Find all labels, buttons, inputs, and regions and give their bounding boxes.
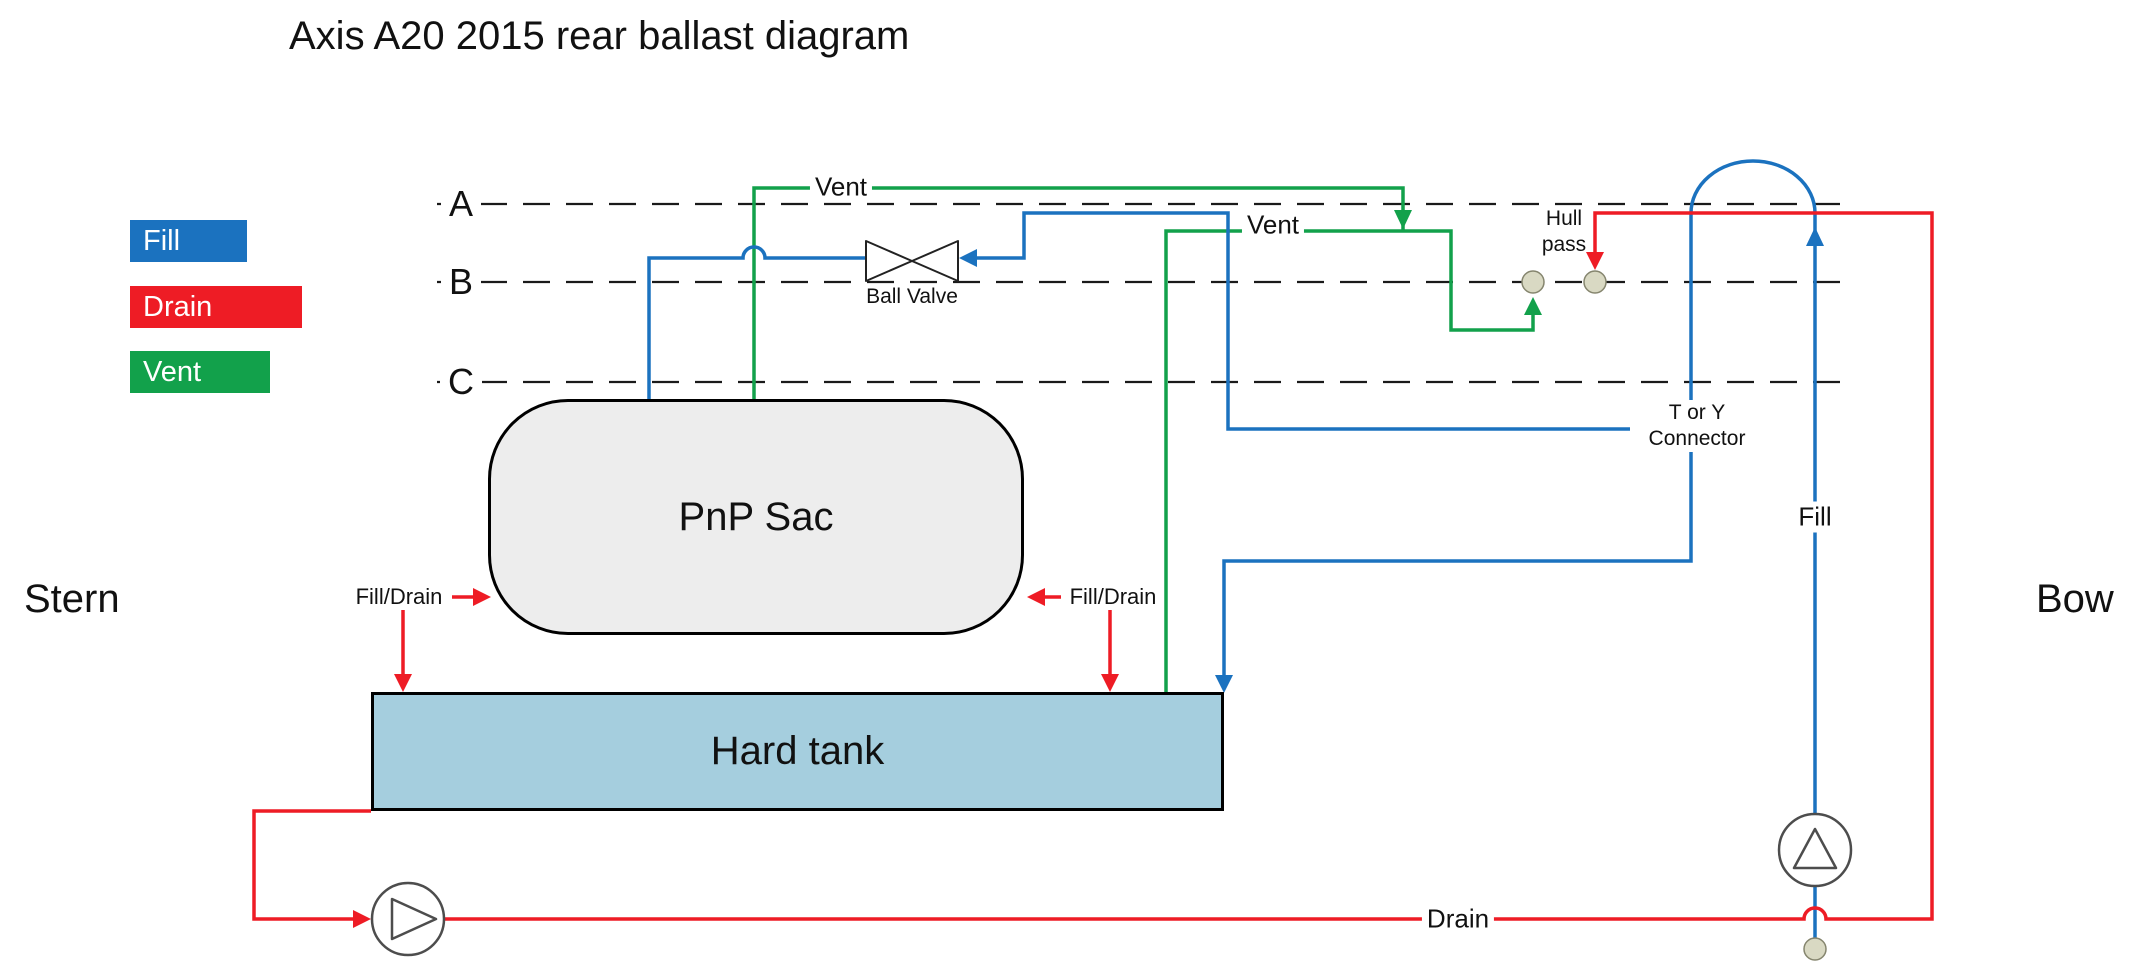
drain-hull-pass-fitting-icon xyxy=(1583,270,1607,294)
waterline-a-label: A xyxy=(440,183,482,225)
drain-arrowhead-sac-right xyxy=(1027,588,1045,606)
drain-pipe-tank-to-pump xyxy=(252,809,371,921)
drain-pipes xyxy=(252,211,1934,921)
page-title: Axis A20 2015 rear ballast diagram xyxy=(289,14,910,58)
fill-pipe-branch-to-valve xyxy=(976,211,1691,431)
fill-drain-right-label: Fill/Drain xyxy=(1066,584,1160,610)
drain-arrowheads xyxy=(353,252,1604,928)
pump-symbols xyxy=(370,812,1853,957)
legend-item-drain: Drain xyxy=(130,286,302,328)
vent-hull-pass-fitting-icon xyxy=(1521,270,1545,294)
t-or-y-connector-label: T or Y Connector xyxy=(1630,400,1764,452)
drain-pump-impeller-icon xyxy=(390,897,438,941)
vent-pipe-from-tank xyxy=(1164,229,1535,692)
vent-arrowheads xyxy=(1394,210,1542,315)
hard-tank: Hard tank xyxy=(371,692,1224,811)
fill-arrowhead-up xyxy=(1806,227,1824,246)
drain-arrowhead-into-pump xyxy=(353,910,371,928)
legend-item-vent: Vent xyxy=(130,351,270,393)
hard-tank-label: Hard tank xyxy=(710,729,885,773)
fill-arrowheads xyxy=(959,227,1824,693)
vent-pipe-from-sac xyxy=(752,186,1405,399)
thru-hull-fittings xyxy=(1521,270,1827,961)
fill-pipe-valve-to-sac xyxy=(647,245,866,399)
vent-arrowhead-up xyxy=(1524,297,1542,315)
ball-valve-symbol xyxy=(865,240,959,282)
ball-valve-right-triangle xyxy=(911,240,959,282)
vent-pipes xyxy=(752,186,1535,692)
bow-label: Bow xyxy=(2036,577,2114,621)
fill-pipe-main xyxy=(1222,159,1817,938)
waterlines-group xyxy=(437,202,1850,384)
waterline-c-label: C xyxy=(440,361,482,403)
fill-pump-impeller-icon xyxy=(1792,827,1838,870)
vent-tank-pipe-label: Vent xyxy=(1241,209,1305,241)
fill-drain-left-label: Fill/Drain xyxy=(352,584,446,610)
drain-pipe-label: Drain xyxy=(1421,903,1495,935)
ball-valve-left-triangle xyxy=(865,240,913,282)
pnp-sac-tank: PnP Sac xyxy=(488,399,1024,635)
ball-valve-label: Ball Valve xyxy=(866,285,958,308)
fill-arrowhead-into-tank xyxy=(1215,675,1233,693)
fill-pipes xyxy=(647,159,1817,938)
legend-item-fill: Fill xyxy=(130,220,247,262)
fill-arrowhead-into-valve xyxy=(959,249,977,267)
drain-pipe-main xyxy=(444,211,1934,921)
pnp-sac-label: PnP Sac xyxy=(678,494,834,539)
vent-sac-pipe-label: Vent xyxy=(809,171,873,203)
drain-arrowhead-tank-right xyxy=(1101,674,1119,692)
drain-arrowhead-sac-left xyxy=(473,588,491,606)
fill-pipe-label: Fill xyxy=(1793,501,1837,533)
fill-intake-fitting-icon xyxy=(1803,937,1827,961)
vent-arrowhead-down xyxy=(1394,210,1412,229)
hull-pass-label: Hull pass xyxy=(1541,207,1587,256)
drain-arrowhead-hull-pass xyxy=(1586,252,1604,270)
stern-label: Stern xyxy=(24,577,120,621)
drain-arrowhead-tank-left xyxy=(394,674,412,692)
waterline-b-label: B xyxy=(440,261,482,303)
